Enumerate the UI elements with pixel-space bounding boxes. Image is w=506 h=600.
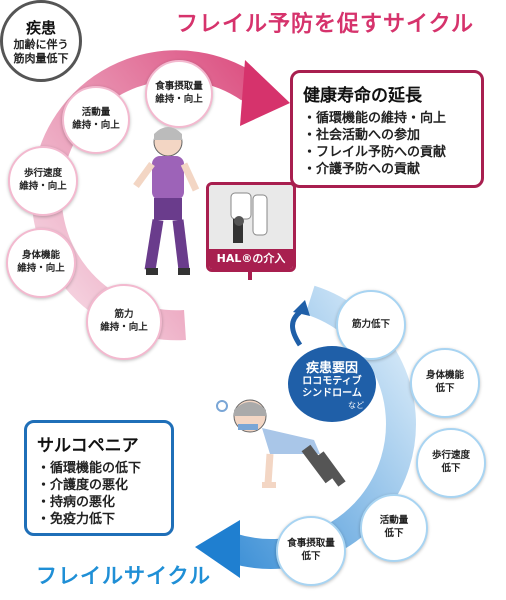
disease-factor-line2: シンドローム xyxy=(302,388,362,399)
list-item: フレイル予防への貢献 xyxy=(303,144,471,161)
healthy-life-expectancy-box: 健康寿命の延長 循環機能の維持・向上 社会活動への参加 フレイル予防への貢献 介… xyxy=(290,70,484,188)
node-physical-function-maintain: 身体機能 維持・向上 xyxy=(6,228,76,298)
disease-factor-line1: ロコモティブ xyxy=(302,376,362,387)
list-item: 介護予防への貢献 xyxy=(303,161,471,178)
list-item: 社会活動への参加 xyxy=(303,127,471,144)
sarcopenia-title: サルコペニア xyxy=(37,436,139,456)
sarcopenia-box: サルコペニア 循環機能の低下 介護度の悪化 持病の悪化 免疫力低下 xyxy=(24,420,174,536)
disease-title: 疾患 xyxy=(25,18,56,37)
factor-arrow xyxy=(290,310,303,347)
node-muscle-strength-maintain: 筋力 維持・向上 xyxy=(86,284,162,360)
disease-line1: 加齢に伴う xyxy=(13,37,69,51)
sarcopenia-list: 循環機能の低下 介護度の悪化 持病の悪化 免疫力低下 xyxy=(37,460,161,529)
elderly-kneeling-illustration xyxy=(216,399,346,488)
node-muscle-strength-decline: 筋力低下 xyxy=(336,290,406,360)
negative-cycle-arrowhead xyxy=(195,520,240,578)
node-activity-decline: 活動量 低下 xyxy=(360,494,428,562)
node-physical-function-decline: 身体機能 低下 xyxy=(410,348,480,418)
list-item: 介護度の悪化 xyxy=(37,477,161,494)
disease-factor-title: 疾患要因 xyxy=(305,361,358,376)
healthy-life-expectancy-title: 健康寿命の延長 xyxy=(303,86,422,106)
node-food-intake-decline: 食事摂取量 低下 xyxy=(276,516,346,586)
list-item: 循環機能の低下 xyxy=(37,460,161,477)
healthy-life-expectancy-list: 循環機能の維持・向上 社会活動への参加 フレイル予防への貢献 介護予防への貢献 xyxy=(303,110,471,179)
node-activity-maintain: 活動量 維持・向上 xyxy=(62,86,130,154)
list-item: 持病の悪化 xyxy=(37,494,161,511)
positive-cycle-title: フレイル予防を促すサイクル xyxy=(176,12,474,37)
node-walking-speed-decline: 歩行速度 低下 xyxy=(416,428,486,498)
node-walking-speed-maintain: 歩行速度 維持・向上 xyxy=(8,146,78,216)
disease-factor-note: など xyxy=(348,401,364,410)
node-food-intake-maintain: 食事摂取量 維持・向上 xyxy=(145,60,213,128)
elderly-walking-illustration xyxy=(133,127,200,275)
disease-line2: 筋肉量低下 xyxy=(13,51,69,65)
positive-cycle-arrowhead xyxy=(240,60,290,126)
disease-circle: 疾患 加齢に伴う 筋肉量低下 xyxy=(0,0,82,82)
disease-factor-bubble: 疾患要因 ロコモティブ シンドローム など xyxy=(288,346,376,422)
hal-device-icon xyxy=(209,185,293,249)
list-item: 免疫力低下 xyxy=(37,511,161,528)
hal-intervention-label: HAL®の介入 xyxy=(209,249,293,269)
hal-intervention-box: HAL®の介入 xyxy=(206,182,296,272)
negative-cycle-title: フレイルサイクル xyxy=(36,564,211,588)
list-item: 循環機能の維持・向上 xyxy=(303,110,471,127)
